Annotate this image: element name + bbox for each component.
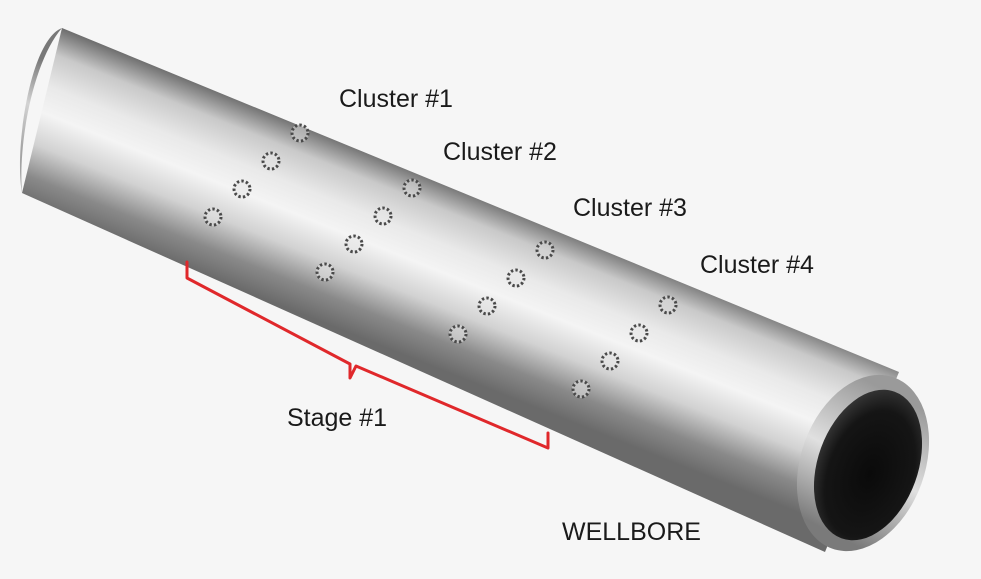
- perforation-hole-bg: [630, 324, 648, 342]
- perforation-hole-bg: [659, 296, 677, 314]
- perforation-hole-bg: [204, 208, 222, 226]
- perforation-hole-cluster-3: [535, 240, 555, 260]
- perforation-hole-cluster-1: [232, 179, 252, 199]
- perforation-hole-cluster-3: [477, 296, 497, 316]
- perforation-hole-bg: [262, 152, 280, 170]
- cluster-4-label: Cluster #4: [700, 251, 814, 279]
- cluster-2-label: Cluster #2: [443, 138, 557, 166]
- perforation-hole-cluster-4: [600, 351, 620, 371]
- perforation-hole-bg: [403, 179, 421, 197]
- perforation-hole-cluster-4: [658, 295, 678, 315]
- pipe-bore: [813, 389, 923, 541]
- perforation-hole-cluster-4: [629, 323, 649, 343]
- perforation-hole-cluster-2: [402, 178, 422, 198]
- perforation-hole-cluster-3: [506, 268, 526, 288]
- perforation-hole-bg: [572, 380, 590, 398]
- perforations: [203, 123, 678, 399]
- perforation-hole-bg: [601, 352, 619, 370]
- perforation-hole-bg: [507, 269, 525, 287]
- perforation-hole-cluster-1: [203, 207, 223, 227]
- stage-bracket: [185, 260, 550, 450]
- perforation-hole-bg: [233, 180, 251, 198]
- cluster-3-label: Cluster #3: [573, 194, 687, 222]
- wellbore-label: WELLBORE: [562, 518, 701, 546]
- stage-label: Stage #1: [287, 404, 388, 432]
- pipe-back-cap: [19, 28, 62, 193]
- perforation-hole-cluster-2: [315, 262, 335, 282]
- perforation-hole-bg: [478, 297, 496, 315]
- perforation-hole-cluster-1: [290, 123, 310, 143]
- perforation-hole-cluster-2: [373, 206, 393, 226]
- perforation-hole-bg: [316, 263, 334, 281]
- perforation-hole-bg: [374, 207, 392, 225]
- perforation-hole-cluster-3: [448, 324, 468, 344]
- perforation-hole-cluster-2: [344, 234, 364, 254]
- perforation-hole-bg: [449, 325, 467, 343]
- perforation-hole-cluster-1: [261, 151, 281, 171]
- perforation-hole-bg: [291, 124, 309, 142]
- cluster-1-label: Cluster #1: [339, 85, 453, 113]
- pipe-body: [22, 28, 899, 552]
- perforation-hole-bg: [345, 235, 363, 253]
- perforation-hole-cluster-4: [571, 379, 591, 399]
- perforation-hole-bg: [536, 241, 554, 259]
